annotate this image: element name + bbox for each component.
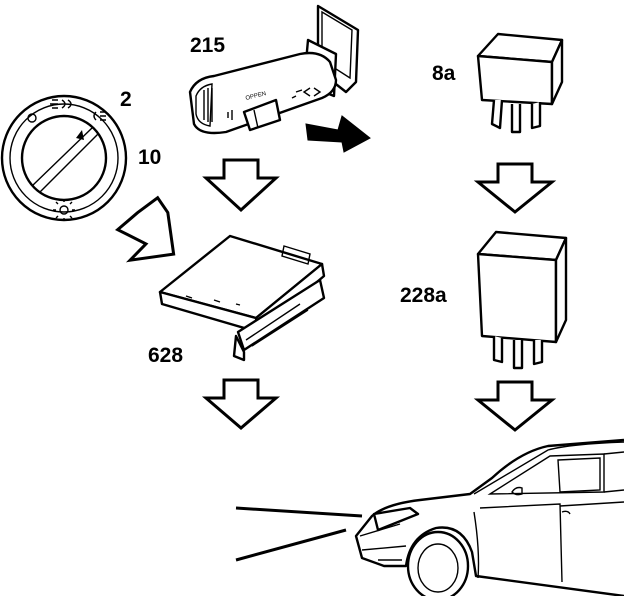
flow-arrow-down-icon [201, 378, 281, 430]
relay-top [476, 32, 564, 134]
control-module [158, 234, 326, 362]
off-symbol-icon [27, 113, 37, 123]
label-relay-top: 8a [432, 62, 456, 85]
flow-arrow-diagonal-icon [115, 195, 176, 263]
relay-bottom [476, 230, 568, 370]
high-beam-symbol-icon [93, 111, 106, 121]
rotary-light-switch [0, 94, 128, 222]
indicator-arrow-icon [76, 130, 84, 140]
flow-arrow-down-icon [202, 158, 280, 213]
label-stalk-switch: 215 [190, 34, 225, 57]
label-control-module: 628 [148, 344, 183, 367]
flow-arrow-down-icon [473, 380, 557, 432]
stalk-switch: OPPEN [188, 4, 360, 135]
flow-arrow-down-icon [473, 162, 557, 214]
label-light-switch-2: 2 [120, 88, 132, 111]
dash-light-symbol-icon [53, 199, 75, 221]
headlight-symbol-icon [50, 99, 72, 109]
light-beam-upper [235, 506, 363, 518]
stalk-motion-arrow-icon [305, 115, 371, 153]
turn-signal-symbol-icon [302, 87, 322, 97]
label-relay-bottom: 228a [400, 284, 447, 307]
headlight [372, 506, 420, 532]
car-front-view [354, 438, 624, 596]
svg-text:OPPEN: OPPEN [245, 91, 267, 102]
front-wheel [406, 530, 470, 596]
light-beam-lower [235, 528, 347, 562]
label-light-switch-10: 10 [138, 146, 161, 169]
